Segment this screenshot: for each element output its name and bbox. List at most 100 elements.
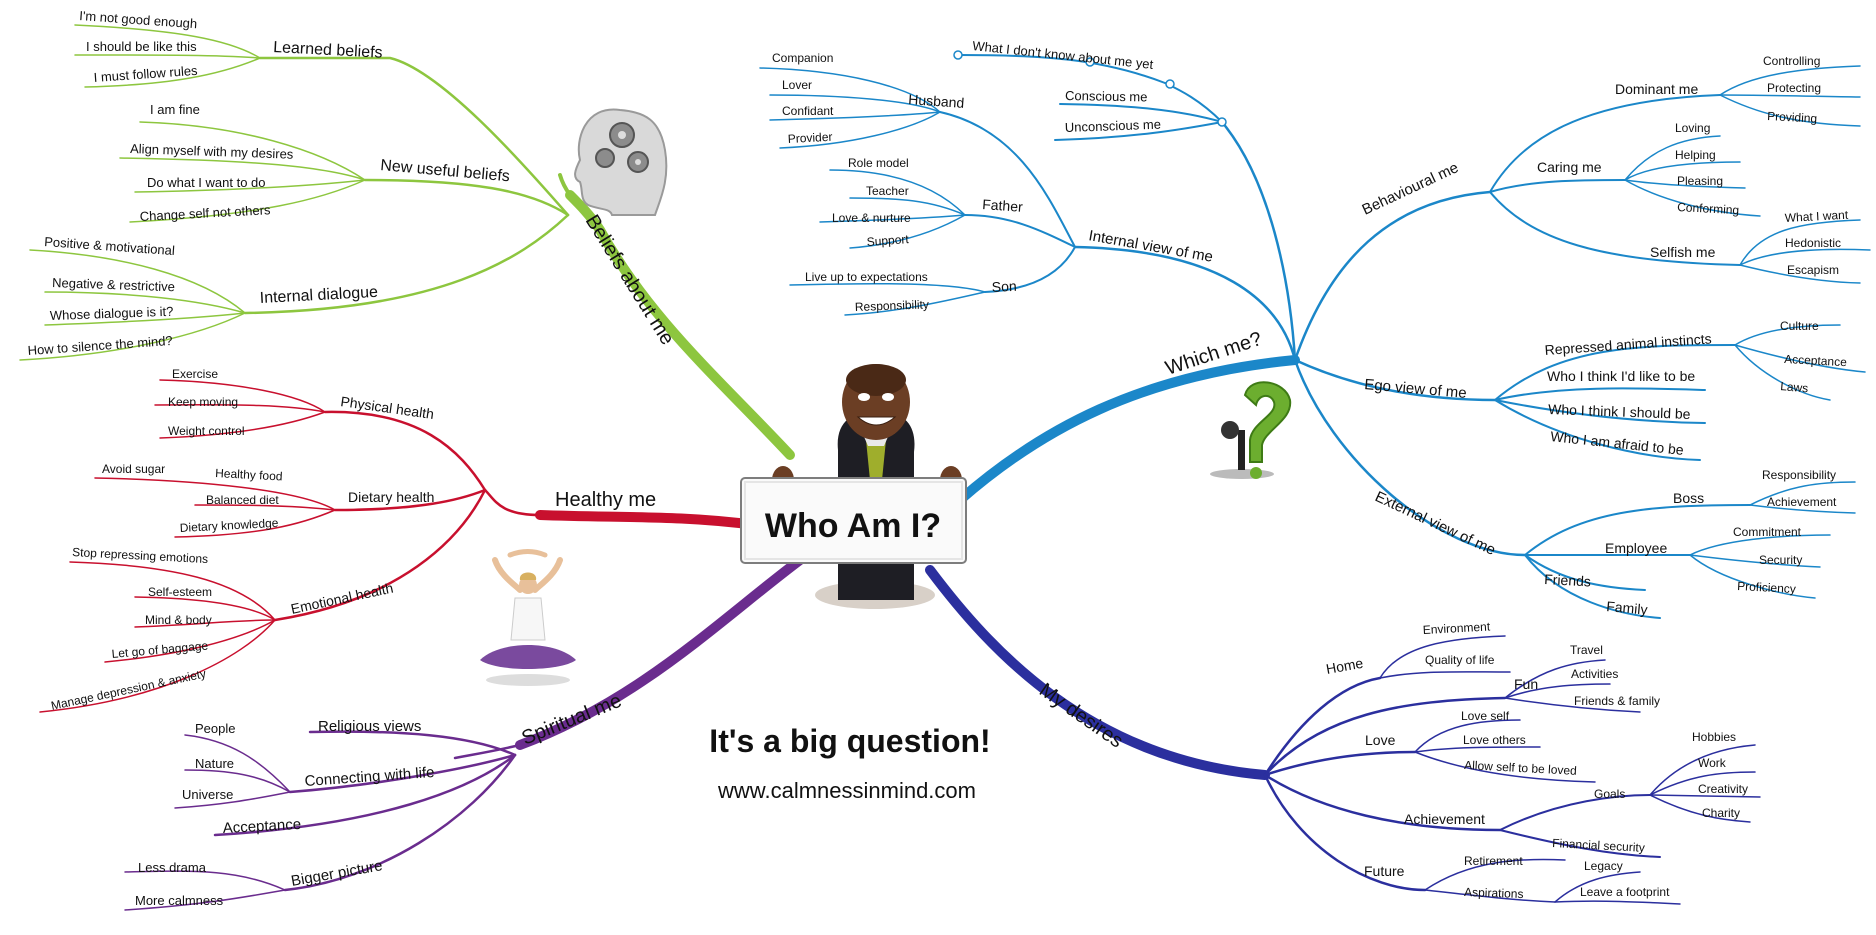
beliefs-main-label: Beliefs about me (581, 211, 679, 349)
dialogue-item-4: How to silence the mind? (27, 333, 173, 358)
employee-label: Employee (1605, 540, 1667, 556)
husband-label: Husband (908, 91, 965, 111)
fun-label: Fun (1514, 676, 1538, 692)
center-title: Who Am I? (765, 507, 941, 545)
aspirations-item-2: Leave a footprint (1580, 885, 1670, 899)
repressed-item-1: Culture (1780, 319, 1819, 333)
desires-lines (1263, 635, 1761, 905)
emotional-label: Emotional health (289, 580, 394, 617)
ego-label: Ego view of me (1364, 376, 1468, 402)
desires-main-label: My desires (1035, 679, 1127, 752)
gears-head-icon (574, 108, 668, 216)
caring-item-1: Loving (1675, 121, 1710, 135)
son-label: Son (991, 278, 1017, 295)
caring-label: Caring me (1537, 159, 1602, 175)
employee-item-2: Security (1759, 553, 1802, 567)
behavioural-label: Behavioural me (1360, 159, 1462, 218)
friends-label: Friends (1544, 571, 1591, 589)
spiritual-lines (124, 730, 522, 911)
yoga-woman-icon (480, 549, 576, 686)
learned-item-3: I must follow rules (93, 63, 198, 85)
unconscious-label: Unconscious me (1065, 117, 1162, 135)
connecting-item-1: People (195, 721, 235, 736)
which-lines (759, 54, 1871, 619)
useful-item-3: Do what I want to do (147, 175, 266, 190)
branch-beliefs (565, 190, 795, 460)
goals-item-2: Work (1698, 756, 1727, 770)
husband-item-3: Confidant (782, 104, 834, 118)
husband-item-1: Companion (772, 51, 833, 65)
spiritual-labels: Spiritual me Religious views Connecting … (135, 690, 625, 908)
branch-which (955, 355, 1300, 505)
goals-item-4: Charity (1702, 806, 1740, 820)
future-label: Future (1364, 863, 1405, 879)
branch-beliefs-top (558, 173, 572, 197)
useful-item-2: Align myself with my desires (130, 141, 294, 162)
caring-item-2: Helping (1675, 148, 1716, 162)
dominant-item-1: Controlling (1763, 54, 1820, 68)
emotional-item-3: Mind & body (145, 613, 212, 627)
home-item-1: Environment (1422, 619, 1491, 637)
boss-item-2: Achievement (1767, 495, 1837, 509)
father-label: Father (982, 196, 1024, 215)
love-item-2: Love others (1463, 733, 1526, 747)
dietary-item-2: Healthy food (215, 466, 283, 484)
dietary-item-3: Balanced diet (206, 493, 279, 507)
father-item-1: Role model (848, 156, 909, 170)
father-item-2: Teacher (866, 184, 909, 198)
branch-healthy (535, 510, 760, 530)
goals-item-1: Hobbies (1692, 730, 1736, 744)
bigger-label: Bigger picture (290, 857, 384, 890)
useful-item-4: Change self not others (139, 202, 271, 224)
home-item-2: Quality of life (1425, 653, 1495, 667)
aspirations-item-1: Legacy (1584, 859, 1623, 873)
acceptance-label: Acceptance (222, 816, 301, 837)
fun-item-1: Travel (1570, 643, 1603, 657)
desires-labels: My desires Home Environment Quality of l… (1035, 619, 1748, 901)
love-item-1: Love self (1461, 709, 1510, 723)
achievement-label: Achievement (1404, 811, 1485, 827)
family-label: Family (1606, 598, 1648, 618)
node-dot (1217, 117, 1227, 127)
learned-item-2: I should be like this (86, 39, 197, 54)
fun-item-3: Friends & family (1574, 694, 1660, 708)
dialogue-item-3: Whose dialogue is it? (50, 304, 174, 323)
aspirations-label: Aspirations (1464, 885, 1524, 901)
dialogue-label: Internal dialogue (259, 284, 378, 307)
ego-item-1: Who I think I'd like to be (1547, 368, 1695, 384)
connecting-item-2: Nature (195, 756, 234, 771)
node-dot (953, 50, 963, 60)
selfish-item-2: Hedonistic (1785, 236, 1841, 250)
bigger-item-1: Less drama (138, 860, 207, 875)
repressed-item-2: Acceptance (1784, 352, 1848, 369)
branch-desires (925, 565, 1270, 780)
dialogue-item-1: Positive & motivational (44, 234, 176, 258)
goals-item-3: Creativity (1698, 782, 1748, 796)
healthy-main-label: Healthy me (555, 489, 656, 511)
selfish-label: Selfish me (1650, 244, 1716, 260)
physical-item-2: Keep moving (168, 395, 238, 409)
dietary-item-1: Avoid sugar (102, 462, 165, 476)
learned-beliefs-label: Learned beliefs (273, 39, 383, 62)
physical-item-1: Exercise (172, 367, 218, 381)
dontknow-label: What I don't know about me yet (972, 38, 1155, 72)
conscious-label: Conscious me (1065, 88, 1148, 104)
internal-label: Internal view of me (1087, 227, 1214, 266)
emotional-item-4: Let go of baggage (111, 639, 209, 661)
emotional-item-2: Self-esteem (148, 585, 212, 599)
tagline-url: www.calmnessinmind.com (717, 778, 976, 803)
branch-spiritual (515, 555, 805, 750)
dialogue-item-2: Negative & restrictive (52, 275, 175, 294)
selfish-item-1: What I want (1784, 208, 1849, 225)
caring-item-3: Pleasing (1677, 174, 1723, 188)
dietary-label: Dietary health (348, 489, 434, 505)
ego-item-3: Who I am afraid to be (1550, 428, 1685, 458)
retirement-label: Retirement (1464, 854, 1523, 868)
ego-item-2: Who I think I should be (1548, 401, 1691, 422)
dominant-item-2: Protecting (1767, 81, 1821, 95)
love-label: Love (1365, 732, 1396, 748)
father-item-4: Support (866, 232, 910, 249)
fun-item-2: Activities (1571, 667, 1618, 681)
selfish-item-3: Escapism (1787, 263, 1839, 277)
